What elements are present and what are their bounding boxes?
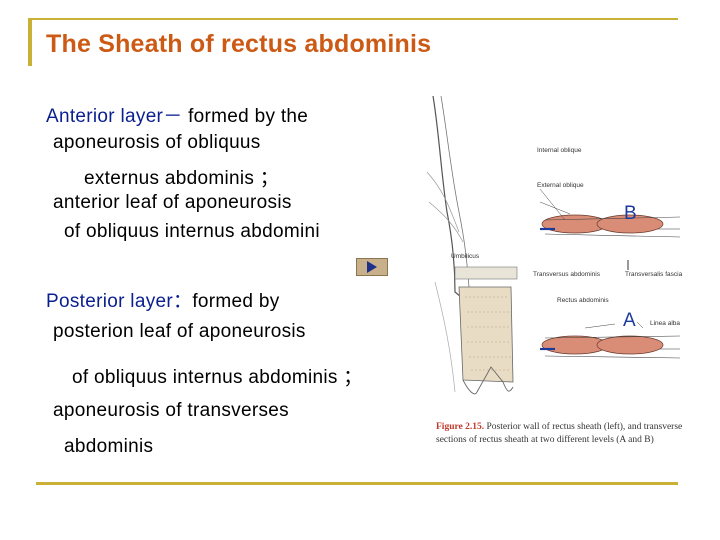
posterior-line-3: of obliquus internus abdominis ； (72, 367, 363, 388)
label-rectus-abdominis: Rectus abdominis (557, 297, 609, 304)
label-transversus-abdominis: Transversus abdominis (533, 271, 601, 278)
section-a-drawing (540, 321, 681, 359)
slide-title: The Sheath of rectus abdominis (46, 30, 432, 58)
play-icon (367, 261, 377, 273)
label-letter-a: A (623, 310, 636, 331)
posterior-colon: ： (173, 291, 193, 312)
label-transversalis-fascia: Transversalis fascia (625, 271, 683, 278)
anterior-line-1-text: formed by the (182, 106, 309, 127)
posterior-line-2: posterion leaf of aponeurosis (53, 321, 306, 342)
rectus-sheath-figure: Internal oblique External oblique B Umbi… (426, 95, 683, 395)
title-left-rule (28, 18, 32, 66)
anterior-dash: － (163, 106, 183, 127)
anterior-line-4: anterior leaf of aponeurosis (53, 192, 292, 213)
label-umbilicus: Umbilicus (451, 253, 480, 260)
label-internal-oblique: Internal oblique (537, 147, 582, 154)
section-b-drawing (539, 188, 681, 270)
label-linea-alba: Linea alba (650, 320, 680, 327)
posterior-wall-drawing (426, 95, 518, 395)
anterior-line-1: Anterior layer－ formed by the (46, 101, 308, 128)
title-top-rule (28, 18, 678, 20)
figure-caption-number: Figure 2.15. (436, 422, 485, 432)
figure-caption: Figure 2.15. Posterior wall of rectus sh… (436, 421, 686, 447)
posterior-line-1-text: formed by (192, 291, 280, 312)
anterior-label: Anterior layer (46, 106, 164, 127)
label-external-oblique: External oblique (537, 182, 584, 189)
figure-caption-text: Posterior wall of rectus sheath (left), … (436, 422, 683, 445)
anterior-line-5: of obliquus internus abdomini (64, 221, 320, 242)
bottom-rule (36, 482, 678, 485)
posterior-line-4: aponeurosis of transverses (53, 400, 289, 421)
posterior-line-5: abdominis (64, 436, 154, 457)
posterior-line-1: Posterior layer：formed by (46, 286, 280, 313)
anterior-line-3: externus abdominis ； (84, 168, 280, 189)
anterior-line-2: aponeurosis of obliquus (53, 132, 261, 153)
play-button[interactable] (356, 258, 388, 276)
label-letter-b: B (624, 203, 637, 224)
posterior-label: Posterior layer (46, 291, 173, 312)
